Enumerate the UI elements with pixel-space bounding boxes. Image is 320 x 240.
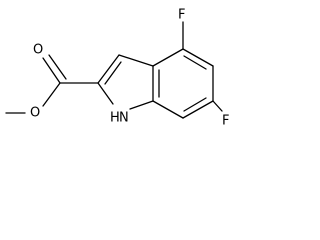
bond-carbonyl-co-1 [42,57,61,84]
fluorine-label-bottom: F [222,114,229,129]
ester-oxygen-label: O [30,106,40,121]
nitrogen-hydrogen-label: H [110,111,120,126]
bond-n1-c7a [129,100,154,110]
carbonyl-oxygen-label: O [33,43,43,58]
bonds [5,21,223,119]
bond-c2-n1 [97,82,114,105]
nitrogen-label: N [119,111,129,126]
bond-c4-c5 [182,48,214,67]
bond-c6-c7-inner [183,97,207,112]
bond-c3-c2 [97,54,120,84]
bond-c7-c7a [152,100,184,119]
bond-c6-f [212,100,223,112]
bond-c6-c7 [182,100,214,119]
bond-carbonyl-co-2 [48,54,67,80]
bond-c3a-c4 [152,48,184,67]
indole-ester-structure: F F O O N H [5,8,229,129]
bond-c3-c2-inner [104,61,122,85]
bond-c4-c5-inner [183,55,207,70]
bond-carbonyl-c-oester [42,82,61,107]
atom-labels: F F O O N H [30,8,229,129]
fluorine-label-top: F [178,8,185,23]
bond-c3a-c3 [118,54,154,67]
